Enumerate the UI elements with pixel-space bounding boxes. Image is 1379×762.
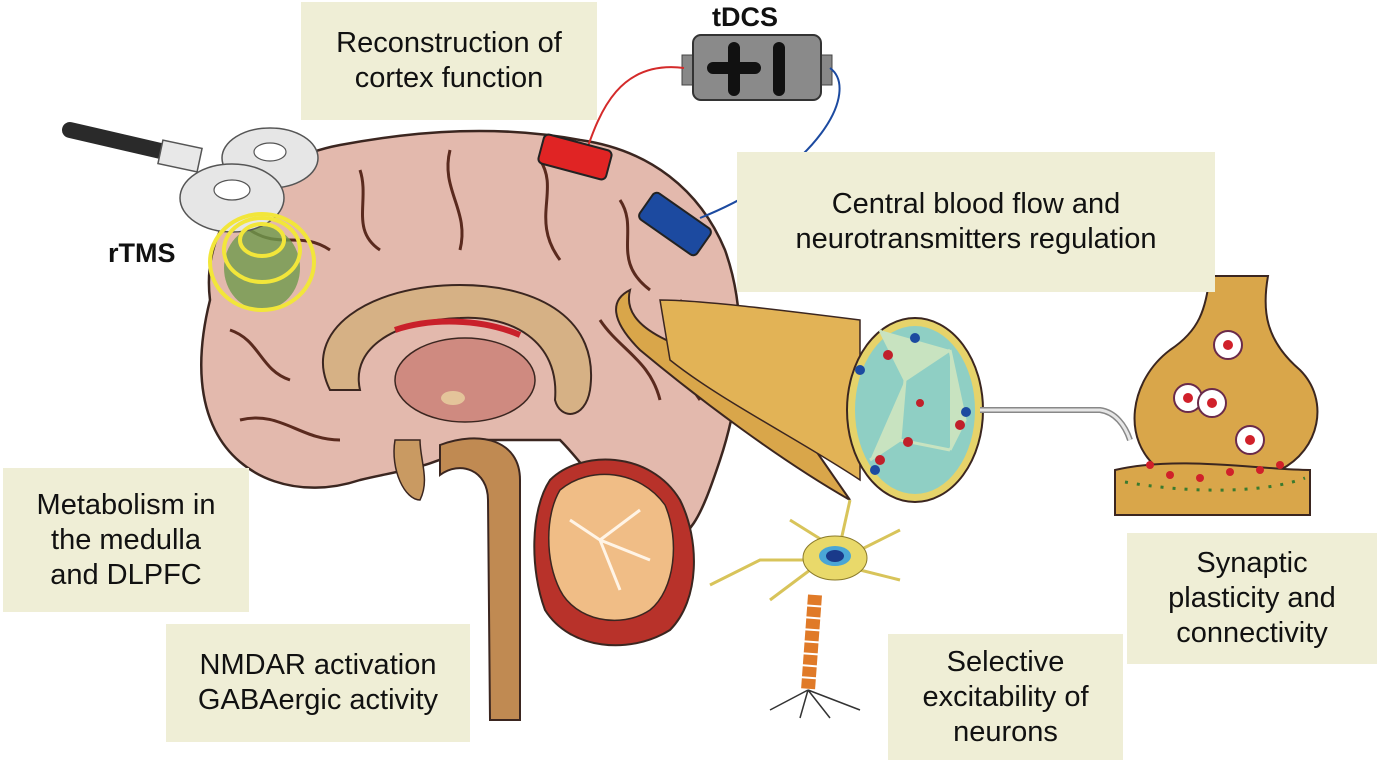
synapse — [1114, 275, 1319, 516]
effect-line: neurotransmitters regulation — [795, 223, 1157, 255]
effect-line: Synaptic — [1196, 547, 1308, 579]
effect-nmdar-box: NMDAR activation GABAergic activity — [166, 624, 470, 742]
effect-line: excitability of — [922, 680, 1089, 713]
effect-line: GABAergic activity — [197, 684, 439, 716]
effect-line: cortex function — [354, 62, 544, 94]
cerebellum — [533, 458, 695, 647]
effect-blood-flow-box: Central blood flow and neurotransmitters… — [737, 152, 1215, 292]
effect-metabolism-box: Metabolism in the medulla and DLPFC — [3, 468, 249, 612]
tdcs-device — [537, 34, 841, 257]
effect-line: plasticity and — [1168, 582, 1336, 614]
rtms-label: rTMS — [108, 238, 176, 268]
tdcs-label: tDCS — [712, 2, 778, 32]
effect-line: the medulla — [51, 523, 201, 556]
effect-line: Central blood flow and — [831, 188, 1121, 220]
nerve-bundle — [615, 288, 1133, 503]
effect-line: Metabolism in — [36, 488, 216, 521]
rtms-coil — [62, 122, 319, 312]
effect-line: NMDAR activation — [199, 649, 437, 681]
effect-line: neurons — [953, 715, 1058, 748]
effect-synaptic-box: Synaptic plasticity and connectivity — [1127, 533, 1377, 664]
neuron — [709, 499, 901, 719]
effect-line: and DLPFC — [50, 558, 202, 591]
effect-excitability-box: Selective excitability of neurons — [888, 634, 1123, 760]
effect-line: Selective — [946, 645, 1065, 678]
effect-line: connectivity — [1176, 617, 1328, 649]
effect-cortex-box: Reconstruction of cortex function — [301, 2, 597, 120]
effect-line: Reconstruction of — [336, 27, 562, 59]
